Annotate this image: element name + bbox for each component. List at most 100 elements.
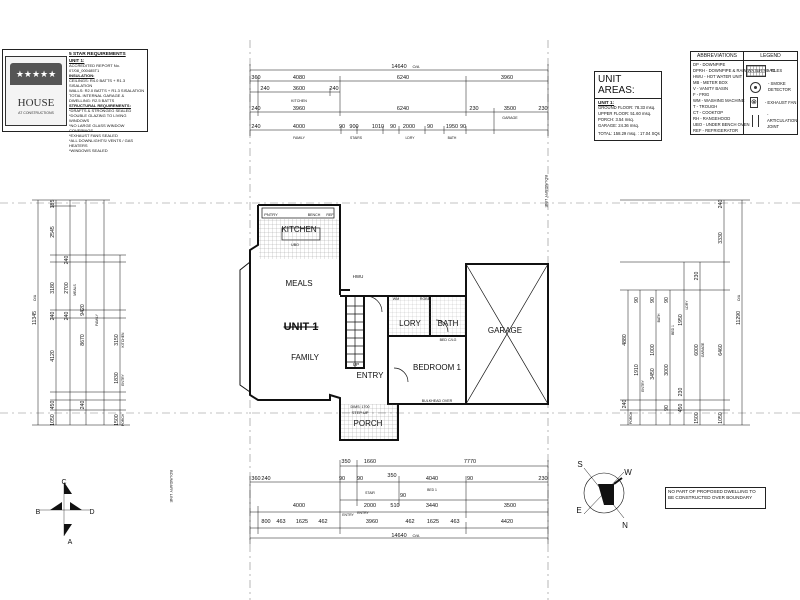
- right-dim-3: 6460: [718, 344, 724, 356]
- abbr-line: F - FRIG: [693, 92, 710, 97]
- left-dim-9: 3150: [114, 334, 120, 346]
- compass-n: N: [622, 521, 628, 530]
- room-porch: PORCH: [354, 419, 383, 428]
- room-lory: LORY: [399, 319, 421, 328]
- top-overall-sub: O/A: [413, 64, 420, 69]
- top-dim-sub-family: FAMILY: [293, 136, 306, 140]
- top-dim-r3-5: 230: [538, 106, 547, 112]
- bottom-dim-r1-0: 350: [341, 459, 350, 465]
- star-req-line: *NO LARGE GLASS WINDOW COVERINGS: [69, 123, 125, 133]
- right-dim-sub-bath: BATH: [657, 313, 661, 322]
- boundary-note-text: NO PART OF PROPOSED DWELLING TO BE CONST…: [668, 489, 756, 500]
- star-req-line: INSULATION:: [69, 73, 95, 78]
- plan-details: [239, 207, 549, 405]
- star-req-line: *DRAFTS & STRONGEG SEALED: [69, 108, 132, 113]
- right-dim2-3: 90: [664, 405, 670, 411]
- right-dim-6: 4880: [622, 334, 628, 346]
- plan-walls: [249, 204, 549, 441]
- compass-s: S: [577, 460, 582, 469]
- abbreviations-title: ABBREVIATIONS: [691, 52, 743, 61]
- star-req-line: STRUCTURAL REQUIREMENTS:: [69, 103, 131, 108]
- legend-label: - SMOKE DETECTOR: [768, 81, 791, 92]
- legend-title: LEGEND: [744, 52, 797, 61]
- top-dim-r2-1: 3600: [293, 86, 305, 92]
- left-dim-11: 1830: [114, 372, 120, 384]
- boundary-note: NO PART OF PROPOSED DWELLING TO BE CONST…: [665, 487, 766, 509]
- top-dim-r3-4: 3500: [504, 106, 516, 112]
- label-d-dims: DIMS: 1700: [351, 405, 370, 409]
- right-dim-8: 1910: [634, 364, 640, 376]
- left-dim-13: 240: [80, 401, 86, 410]
- kitchen-tiles: [259, 219, 339, 259]
- legend-label: - ARTICULATION JOINT: [767, 112, 798, 129]
- right-dim-sub-ldry: LDRY: [685, 300, 689, 310]
- top-dim-r4-7: 90: [460, 124, 466, 130]
- label-bench: BENCH: [308, 213, 321, 217]
- right-dim-13: 1500: [694, 412, 700, 424]
- bottom-dim-r2-0: 360: [251, 476, 260, 482]
- room-entry: ENTRY: [357, 371, 385, 380]
- right-dim-sub-garage: GARAGE: [701, 342, 705, 357]
- abbreviations-legend-box: ABBREVIATIONS DP - DOWNPIPE DPRH - DOWNP…: [690, 51, 798, 135]
- abbr-line: V - VANITY BASIN: [693, 86, 728, 91]
- label-bed-c: BED C/LG: [440, 338, 457, 342]
- bottom-dim-r4-3: 462: [318, 519, 327, 525]
- left-dim-7: 8670: [80, 334, 86, 346]
- star-req-line: CEILINGS: R4.0 BATTS + R1.3 SISALATION: [69, 78, 126, 88]
- top-dim-r3-sub: GARAGE: [502, 116, 518, 120]
- right-dim-9: 3450: [650, 368, 656, 380]
- compass-e: E: [576, 506, 581, 515]
- star-req-line: *ALL DOWNLIGHTS/ VENTS / GAS HEATERS: [69, 138, 134, 148]
- bottom-dim-r4-8: 4420: [501, 519, 513, 525]
- bottom-dim-r2-6: 230: [538, 476, 547, 482]
- unit-areas-line: GROUND FLOOR: 78.33 msq.: [598, 105, 656, 110]
- bottom-dim-r3-1: 2000: [364, 503, 376, 509]
- room-kitchen: KITCHEN: [281, 225, 316, 234]
- logo-stars: ★★★★★: [10, 63, 62, 85]
- top-dim-r4-1: 4000: [293, 124, 305, 130]
- left-dim-10: 4120: [50, 350, 56, 362]
- left-dim-15: 1500: [114, 414, 120, 426]
- top-dim-r4-2: 900: [349, 124, 358, 130]
- bottom-dim-sub-entry: ENTRY: [342, 513, 354, 517]
- bottom-dim-r4-2: 1625: [296, 519, 308, 525]
- unit-areas-total: TOTAL: 158.29 msq. : 17.04 SQs: [598, 131, 660, 136]
- star-requirements-box: ★★★★★ HOUSE AT CONSTRUCTIONS 5 STAR REQU…: [2, 49, 148, 153]
- left-dim-14: 1050: [50, 414, 56, 426]
- logo-text: HOUSE: [17, 97, 55, 109]
- top-dim-r2-0: 240: [260, 86, 269, 92]
- legend-item-joint: - ARTICULATION JOINT: [746, 112, 798, 130]
- top-dim-r4-5: 90: [427, 124, 433, 130]
- bottom-dim-r4-6: 1625: [427, 519, 439, 525]
- left-dim-4: 2700: [64, 282, 70, 294]
- unit-areas-line: GARAGE: 24.36 msq.: [598, 123, 639, 128]
- top-dim-r1-1: 4080: [293, 75, 305, 81]
- unit-areas-unit: UNIT 1:: [598, 100, 615, 105]
- right-dim-sub-porch: PORCH: [629, 411, 633, 424]
- left-dim-5: 240: [64, 312, 70, 321]
- right-dim-15: 1050: [718, 412, 724, 424]
- bottom-dim-r2-3: 90: [357, 476, 363, 482]
- section-d: D: [89, 509, 94, 516]
- bottom-dimensions: [249, 460, 549, 544]
- section-marker: A B C D: [36, 479, 95, 546]
- unit-areas-line: UPPER FLOOR: 51.60 msq.: [598, 111, 652, 116]
- bottom-dim-r3b-0: 510: [390, 503, 399, 509]
- top-dim-sub-stairs: STAIRS: [350, 136, 363, 140]
- compass: N S E W: [576, 460, 632, 530]
- top-dim-r1-3: 3960: [501, 75, 513, 81]
- label-robe: ROBE: [420, 297, 431, 301]
- porch-tiles: [341, 404, 397, 439]
- legend-label: - EXHAUST FAN: [764, 99, 797, 105]
- bottom-dim-r3b-1: 90: [400, 493, 406, 499]
- bottom-dim-r2-4: 4040: [426, 476, 438, 482]
- star-req-line: *WINDOWS SEALED: [69, 148, 108, 153]
- top-dim-sub-bath: BATH: [448, 136, 457, 140]
- label-wm: WM: [393, 297, 399, 301]
- right-dim-14: 450: [678, 404, 684, 413]
- room-bedroom: BEDROOM 1: [413, 363, 462, 372]
- bottom-dim-r4-0: 800: [261, 519, 270, 525]
- top-dim-r4-0: 240: [251, 124, 260, 130]
- bottom-overall-dim: 14640: [391, 533, 406, 539]
- label-bulkhead: BULKHEAD OVER: [422, 399, 453, 403]
